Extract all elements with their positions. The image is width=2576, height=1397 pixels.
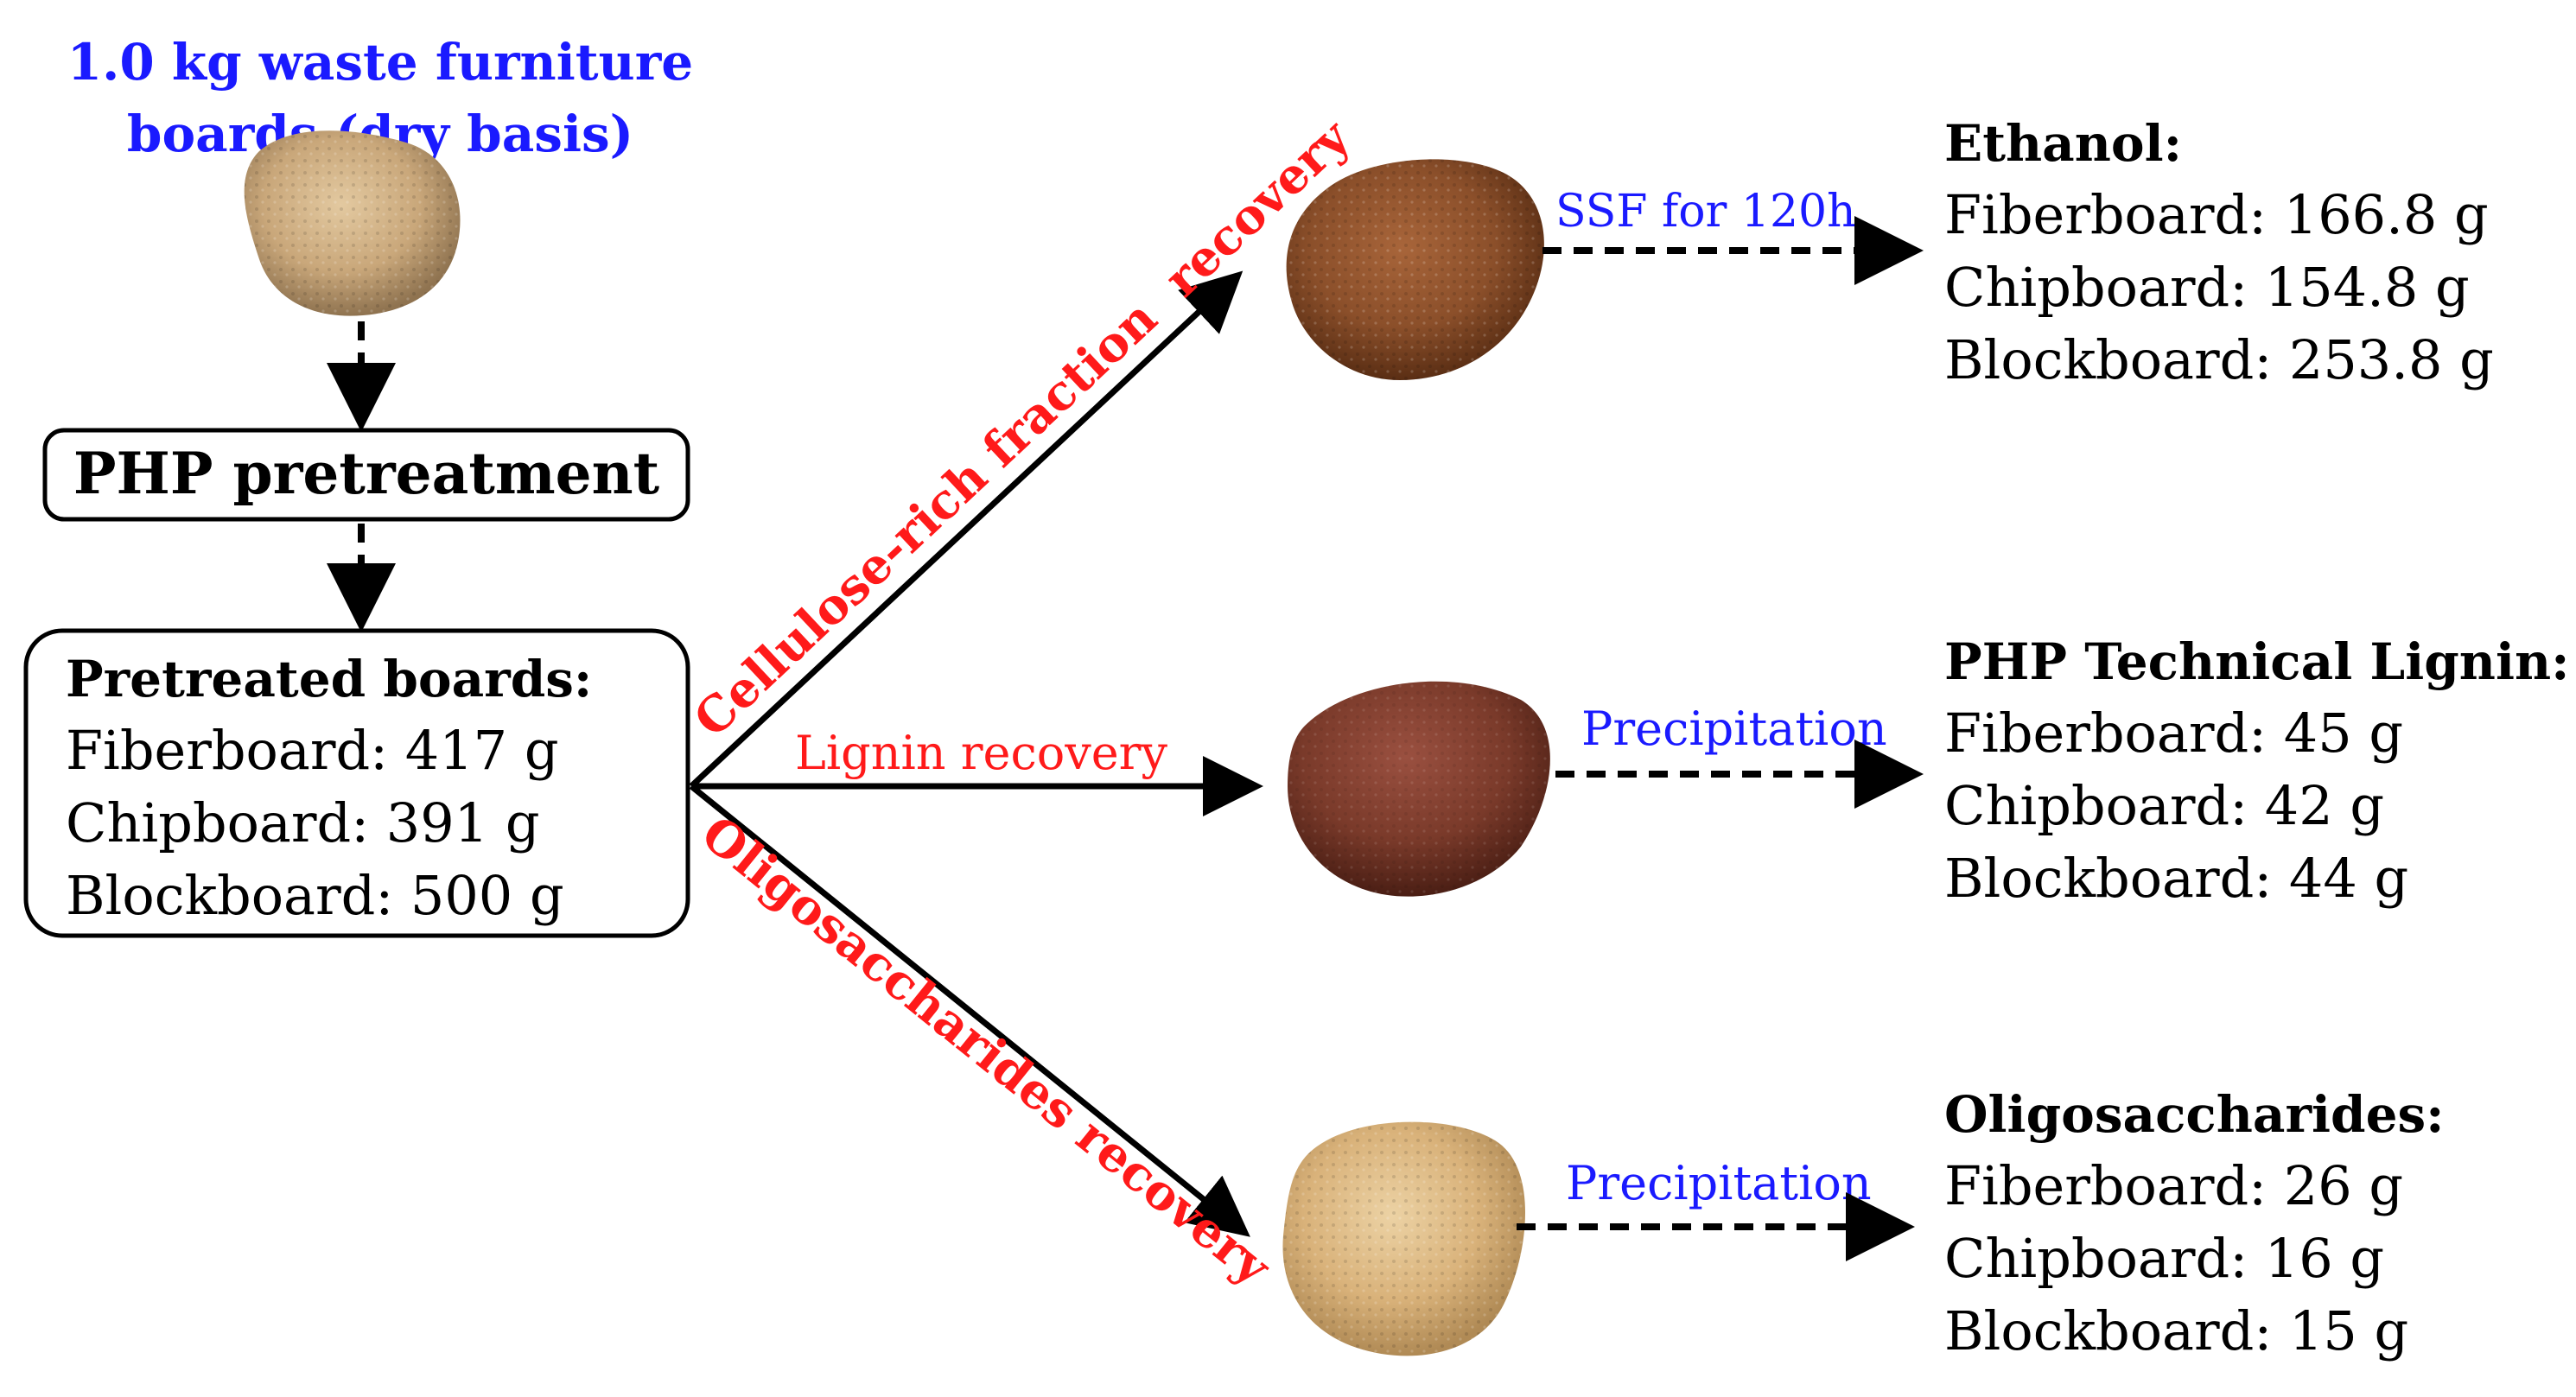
pretreated-fiberboard: Fiberboard: 417 g [66, 719, 559, 782]
lignin-title: PHP Technical Lignin: [1944, 632, 2570, 691]
source-label-line1: 1.0 kg waste furniture [67, 33, 693, 92]
ethanol-blockboard: Blockboard: 253.8 g [1944, 328, 2494, 391]
oligo-title: Oligosaccharides: [1944, 1085, 2445, 1144]
lignin-fiberboard: Fiberboard: 45 g [1944, 702, 2403, 765]
pretreated-blockboard: Blockboard: 500 g [66, 864, 564, 927]
pretreated-chipboard: Chipboard: 391 g [66, 791, 540, 854]
cellulose-sample-image [1286, 159, 1544, 380]
precipitation-oligo-label: Precipitation [1566, 1156, 1872, 1210]
lignin-chipboard: Chipboard: 42 g [1944, 774, 2384, 837]
ethanol-title: Ethanol: [1944, 114, 2182, 173]
oligo-route-label: Oligosaccharides recovery [690, 805, 1282, 1298]
pretreatment-label: PHP pretreatment [73, 440, 660, 507]
ethanol-product: Ethanol: Fiberboard: 166.8 g Chipboard: … [1944, 114, 2494, 391]
lignin-blockboard: Blockboard: 44 g [1944, 847, 2408, 910]
pretreated-title: Pretreated boards: [66, 650, 592, 708]
oligosaccharide-sample-image [1282, 1121, 1525, 1356]
arrow-cellulose-route [689, 270, 1243, 789]
lignin-product: PHP Technical Lignin: Fiberboard: 45 g C… [1944, 632, 2570, 910]
oligo-blockboard: Blockboard: 15 g [1944, 1299, 2408, 1362]
oligo-chipboard: Chipboard: 16 g [1944, 1227, 2384, 1290]
cellulose-route-label: Cellulose-rich fraction recovery [683, 108, 1361, 748]
precipitation-lignin-label: Precipitation [1581, 702, 1887, 756]
sawdust-sample-image [244, 130, 461, 316]
ethanol-fiberboard: Fiberboard: 166.8 g [1944, 183, 2489, 246]
pretreatment-box: PHP pretreatment [42, 428, 690, 522]
oligo-product: Oligosaccharides: Fiberboard: 26 g Chipb… [1944, 1085, 2445, 1362]
arrow-oligo-route [689, 784, 1250, 1237]
ssf-label: SSF for 120h [1555, 186, 1856, 238]
lignin-sample-image [1288, 681, 1550, 897]
oligo-fiberboard: Fiberboard: 26 g [1944, 1154, 2403, 1217]
ethanol-chipboard: Chipboard: 154.8 g [1944, 256, 2470, 319]
pretreated-boards-box: Pretreated boards: Fiberboard: 417 g Chi… [23, 628, 690, 938]
lignin-route-label: Lignin recovery [795, 726, 1167, 780]
